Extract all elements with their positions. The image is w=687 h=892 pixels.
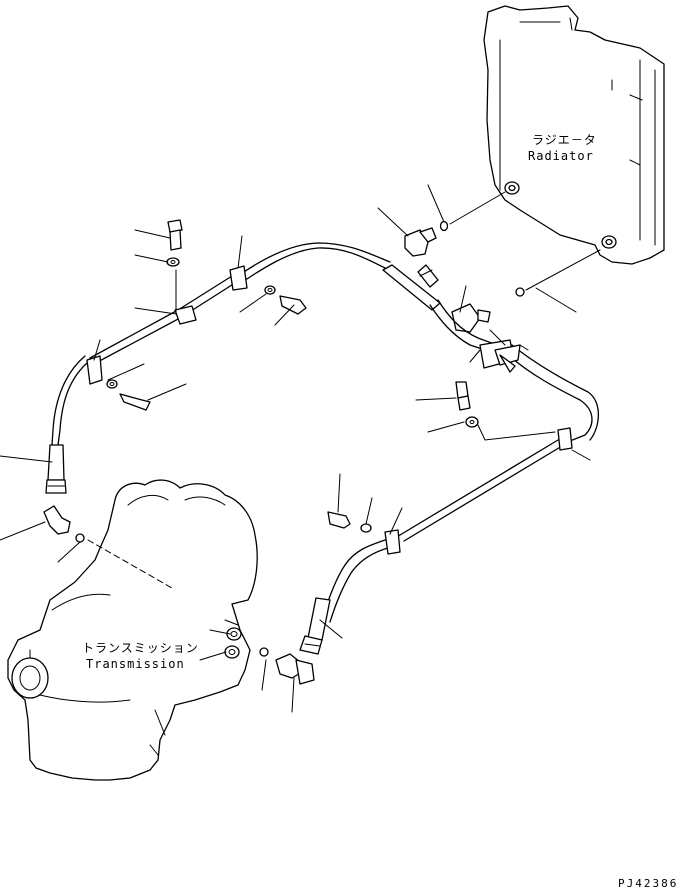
guide-line-washer-right xyxy=(477,424,556,441)
cooler-hose-lower xyxy=(321,299,600,623)
clip-lower-right xyxy=(557,427,573,451)
clip-upper-left xyxy=(174,305,197,325)
washer-mid xyxy=(264,285,276,295)
radiator-label-jp: ラジエ－タ xyxy=(532,133,597,147)
washer-left xyxy=(106,379,118,389)
elbow-fitting-radiator xyxy=(404,227,437,257)
tee-fitting xyxy=(451,303,491,333)
clip-bottom xyxy=(384,529,401,555)
clamp-lower-line xyxy=(479,339,521,373)
bolt-top xyxy=(167,219,183,251)
washer-top xyxy=(166,257,180,267)
bolt-mid xyxy=(279,295,307,315)
o-ring-left xyxy=(75,533,85,543)
elbow-fitting-left xyxy=(43,505,71,535)
drawing-code: PJ42386 xyxy=(618,877,678,890)
radiator-upper-port xyxy=(504,181,520,195)
hose-fitting-left xyxy=(45,444,67,494)
transmission-ports xyxy=(224,627,242,659)
o-ring-upper xyxy=(439,220,449,232)
transmission-label-en: Transmission xyxy=(86,657,185,671)
guide-line-dashed xyxy=(87,539,173,589)
washer-bottom xyxy=(360,523,372,533)
radiator-outline xyxy=(483,5,665,265)
pipe-adapter-radiator xyxy=(382,264,441,311)
elbow-fitting-transmission xyxy=(275,653,315,685)
guide-line-upper-port xyxy=(449,191,506,225)
clip-upper-mid xyxy=(229,265,248,291)
transmission-outline xyxy=(7,479,258,781)
radiator-label-en: Radiator xyxy=(528,149,594,163)
guide-line-lower-port xyxy=(525,249,601,291)
bolt-right xyxy=(455,381,471,411)
hose-fitting-lower xyxy=(299,597,331,655)
o-ring-transmission xyxy=(259,647,269,657)
transmission-label-jp: トランスミッション xyxy=(82,641,199,655)
callout-leaders xyxy=(0,184,591,713)
o-ring-lower xyxy=(515,287,525,297)
transmission-flange xyxy=(11,657,49,699)
bolt-left xyxy=(119,393,151,411)
washer-right xyxy=(465,416,479,428)
bolt-bottom xyxy=(327,511,351,529)
radiator-lower-port xyxy=(601,235,617,249)
clip-left xyxy=(86,355,103,385)
